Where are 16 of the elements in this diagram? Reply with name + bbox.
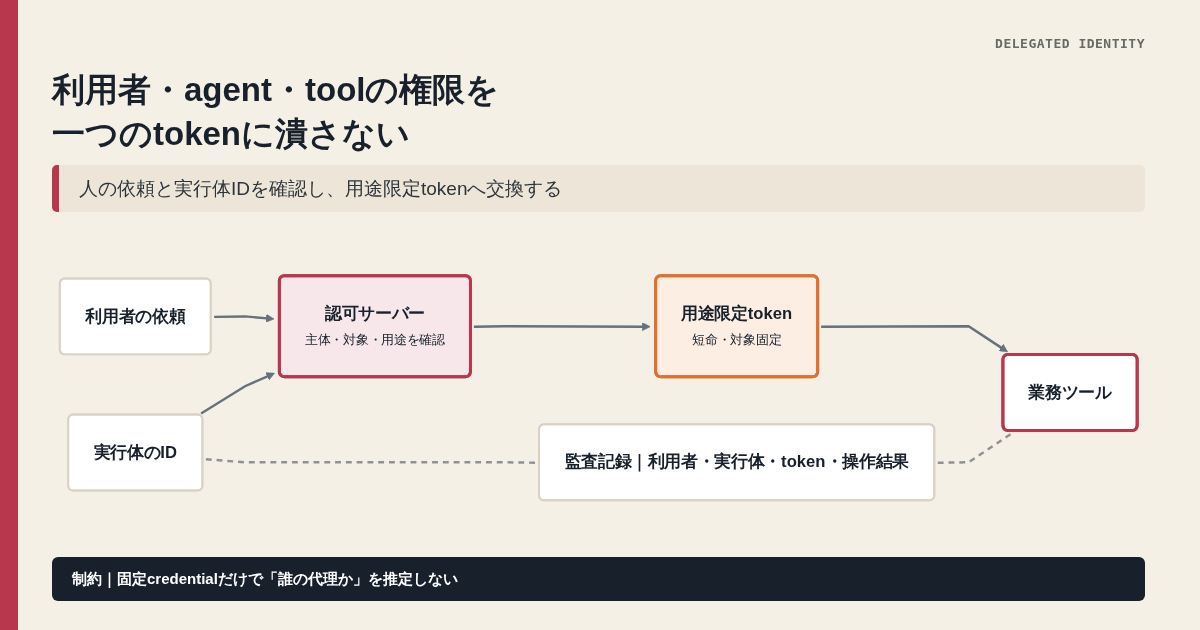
process-box: 用途限定token 短命・対象固定: [654, 274, 820, 379]
arrow: [200, 372, 275, 415]
topic-tag: DELEGATED IDENTITY: [995, 36, 1145, 51]
title: 利用者・agent・toolの権限を一つのtokenに潰さない: [52, 70, 501, 154]
process-box: 利用者の依頼: [58, 277, 212, 356]
arrow: [214, 313, 275, 323]
process-box: 業務ツール: [1001, 353, 1139, 432]
process-box: 監査記録｜利用者・実行体・token・操作結果: [538, 423, 936, 502]
subtitle-banner: 人の依頼と実行体IDを確認し、用途限定tokenへ交換する: [52, 165, 1145, 212]
constraint-note: 制約｜固定credentialだけで「誰の代理か」を推定しない: [52, 557, 1145, 601]
arrow: [821, 324, 1008, 353]
dashed-line: [937, 431, 1014, 464]
arrow: [473, 322, 651, 331]
dashed-line: [205, 458, 537, 464]
process-box: 実行体のID: [67, 413, 204, 492]
process-box: 認可サーバー 主体・対象・用途を確認: [277, 274, 472, 379]
